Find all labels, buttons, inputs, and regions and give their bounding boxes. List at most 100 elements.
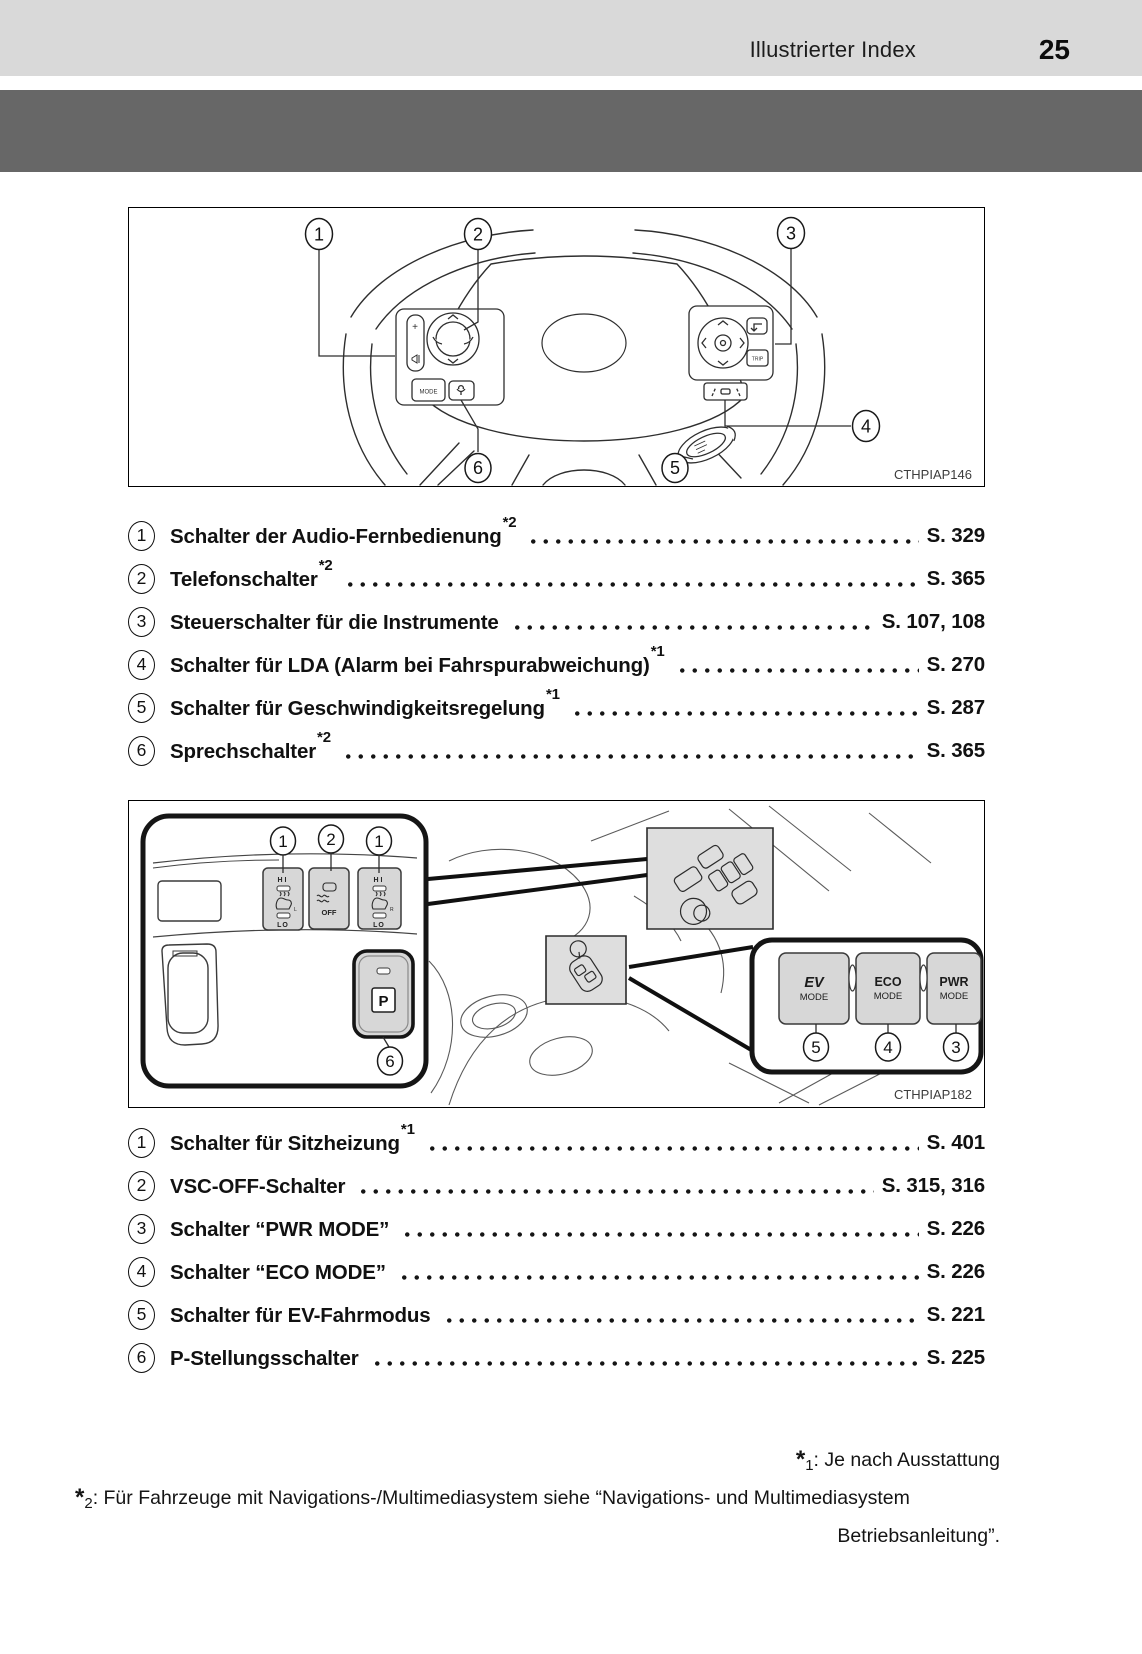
dot-leader: [343, 582, 919, 587]
down-arrow-icon: [448, 359, 458, 363]
figure-steering-wheel: + MODE TRIP: [128, 207, 985, 487]
cruise-control-stalk: [673, 419, 741, 470]
callout-vsc: 2: [326, 830, 335, 849]
chapter-color-band: [0, 90, 1142, 172]
page-reference: S. 226: [926, 1216, 986, 1240]
section-title: Illustrierter Index: [749, 37, 916, 62]
svg-text:PWR: PWR: [939, 975, 968, 989]
footnote-marker: *2: [317, 729, 331, 747]
right-arrow-icon: [740, 338, 744, 348]
callout-eco: 4: [883, 1038, 892, 1057]
svg-text:MODE: MODE: [874, 991, 903, 1002]
asterisk-marker: *: [795, 1446, 806, 1473]
footnote-2: *2: Für Fahrzeuge mit Navigations-/Multi…: [75, 1484, 910, 1512]
list-item: 3 Schalter “PWR MODE” S. 226: [128, 1207, 985, 1250]
list-item: 3 Steuerschalter für die Instrumente S. …: [128, 600, 985, 643]
callout-5: 5: [670, 458, 680, 478]
page-reference: S. 107, 108: [881, 609, 985, 633]
item-label: Schalter der Audio-Fernbedienung*2: [170, 514, 517, 548]
item-number-badge: 6: [128, 735, 155, 766]
item-label: P-Stellungsschalter: [170, 1346, 359, 1370]
item-number-badge: 2: [128, 1170, 155, 1201]
callout-4: 4: [861, 417, 871, 437]
svg-text:MODE: MODE: [800, 992, 829, 1003]
down-arrow-icon: [718, 361, 728, 365]
callout-leader: [383, 1037, 389, 1047]
dot-leader: [401, 1232, 919, 1237]
svg-text:OFF: OFF: [322, 908, 337, 917]
meter-control-switch-pod: [689, 306, 773, 380]
list-item: 4 Schalter für LDA (Alarm bei Fahrspurab…: [128, 643, 985, 686]
speaker-icon: [412, 355, 419, 363]
wheel-rim: [343, 230, 824, 485]
ev-mode-button: [779, 953, 849, 1024]
list-item: 6 Sprechschalter*2 S. 365: [128, 729, 985, 772]
item-number-badge: 5: [128, 692, 155, 723]
callout-leader-lines: [319, 248, 851, 459]
footnote-1: *1: Je nach Ausstattung: [795, 1446, 1000, 1474]
footnote-marker: *2: [318, 557, 333, 575]
svg-text:R: R: [390, 907, 394, 913]
mode-button: [412, 379, 445, 401]
page-reference: S. 225: [926, 1345, 986, 1369]
lane-lines-icon: [712, 387, 740, 396]
item-label: Schalter “ECO MODE”: [170, 1260, 386, 1284]
volume-plus-label: +: [412, 322, 418, 333]
callout-badges: [271, 825, 969, 1075]
trip-button: [747, 350, 768, 366]
seat-heat-icon: [276, 892, 291, 909]
page-reference: S. 315, 316: [881, 1173, 985, 1197]
callout-leader: [283, 853, 379, 873]
dot-leader: [370, 1361, 919, 1366]
up-arrow-icon: [718, 321, 728, 325]
callout-numbers: 1 2 1 6 5 4 3: [278, 830, 960, 1071]
list-item: 2 VSC-OFF-Schalter S. 315, 316: [128, 1164, 985, 1207]
callout-leader: [816, 1024, 956, 1033]
shift-lever-boot: [162, 944, 218, 1045]
page-reference: S. 270: [926, 652, 986, 676]
magnifier-wedge: [428, 859, 647, 904]
storage-tray: [158, 881, 221, 921]
item-number-badge: 4: [128, 1256, 155, 1287]
svg-text:EV: EV: [804, 975, 825, 991]
item-number-badge: 1: [128, 1127, 155, 1158]
dot-leader: [341, 754, 919, 759]
console-switch-panel: HI L LO OFF: [143, 816, 426, 1086]
list-item: 6 P-Stellungsschalter S. 225: [128, 1336, 985, 1379]
item-label: VSC-OFF-Schalter: [170, 1174, 346, 1198]
item-label: Schalter für EV-Fahrmodus: [170, 1303, 431, 1327]
dot-leader: [357, 1189, 874, 1194]
left-arrow-icon: [702, 338, 706, 348]
dot-leader: [397, 1275, 919, 1280]
item-number-badge: 3: [128, 606, 155, 637]
item-label: Sprechschalter*2: [170, 729, 331, 763]
indicator-slot: [920, 965, 927, 991]
footnote-marker: *1: [650, 643, 665, 661]
item-number-badge: 1: [128, 520, 155, 551]
callout-6: 6: [473, 458, 483, 478]
footnote-marker: *1: [545, 686, 560, 704]
item-number-badge: 6: [128, 1342, 155, 1373]
svg-text:LO: LO: [277, 922, 289, 929]
asterisk-marker: *: [75, 1484, 85, 1511]
ok-button-icon: [721, 341, 726, 346]
item-label: Schalter für LDA (Alarm bei Fahrspurabwe…: [170, 643, 665, 677]
seat-heater-switch-left: HI L LO: [263, 868, 303, 930]
dash-switch-inset: [647, 828, 773, 935]
item-number-badge: 4: [128, 649, 155, 680]
item-number-badge: 5: [128, 1299, 155, 1330]
svg-text:MODE: MODE: [940, 991, 969, 1002]
pwr-mode-button: [927, 953, 981, 1024]
callout-seat-right: 1: [374, 832, 383, 851]
dot-leader: [425, 1146, 919, 1151]
page-header-band: Illustrierter Index 25: [0, 0, 1142, 76]
list-item: 1 Schalter für Sitzheizung*1 S. 401: [128, 1121, 985, 1164]
shift-lever-inset: [546, 936, 626, 1004]
callout-pwr: 3: [951, 1038, 960, 1057]
callout-ev: 5: [811, 1038, 820, 1057]
footnote-marker: *1: [400, 1121, 415, 1139]
figure-code: CTHPIAP182: [894, 1087, 972, 1102]
footnote-marker: *2: [502, 514, 517, 532]
list-item: 5 Schalter für Geschwindigkeitsregelung*…: [128, 686, 985, 729]
page-reference: S. 365: [926, 738, 986, 762]
